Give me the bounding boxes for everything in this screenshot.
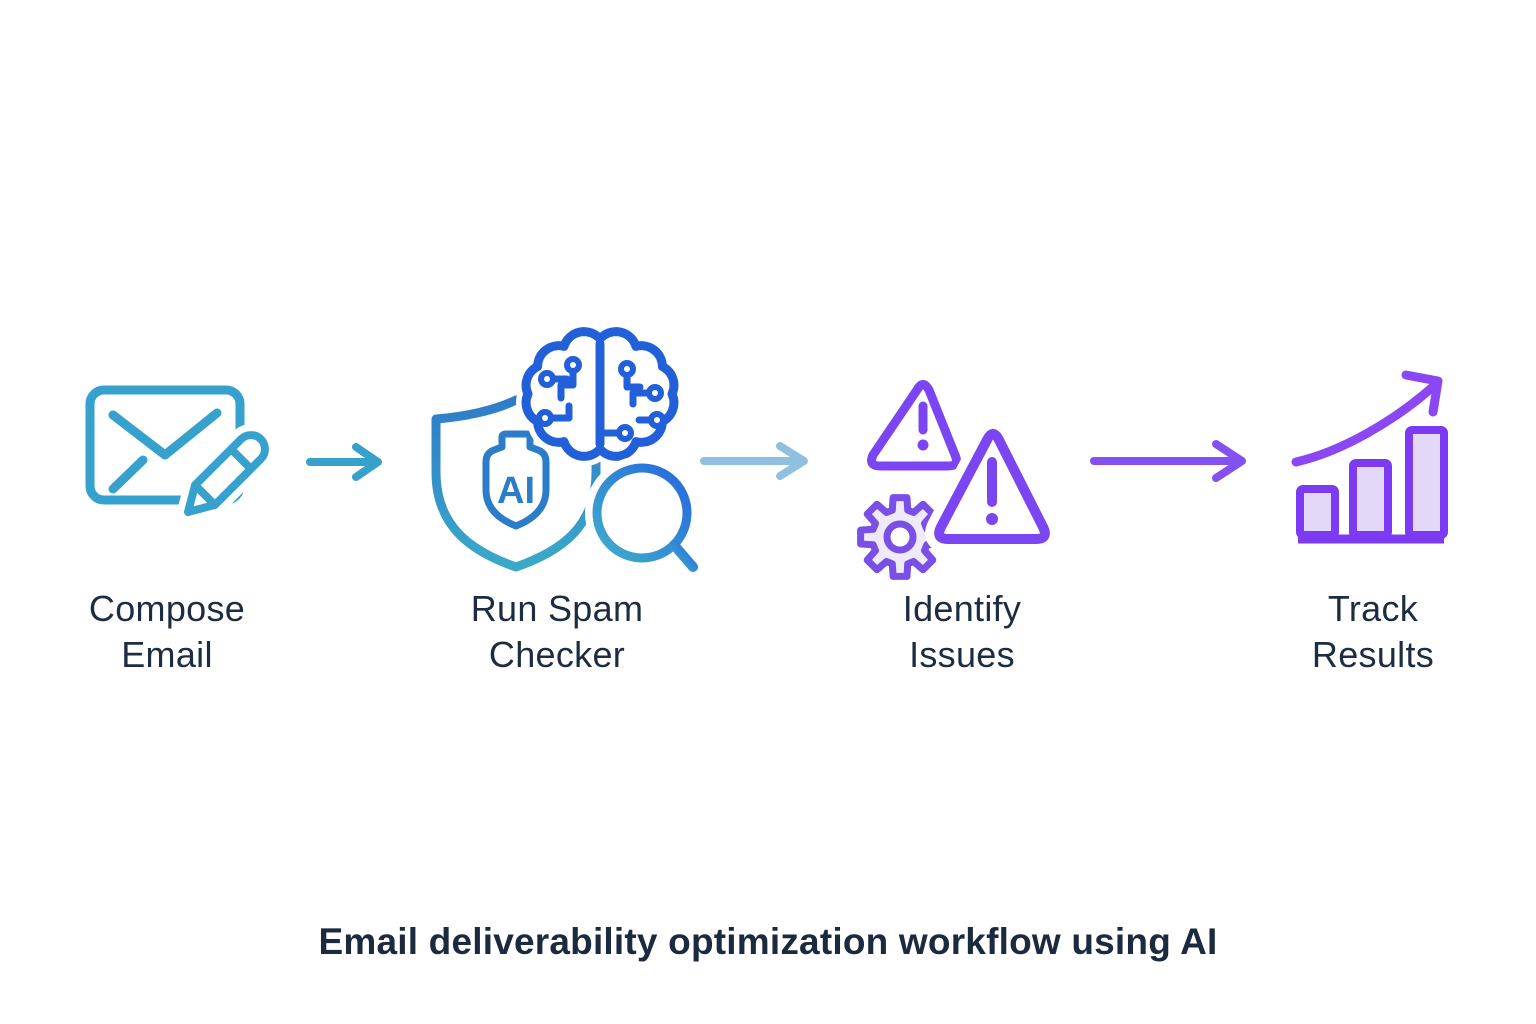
- growth-bar-chart-icon: [1291, 370, 1448, 544]
- pencil-eraser-band: [227, 445, 255, 473]
- magnifier-icon: [585, 456, 705, 579]
- envelope-fold-line: [108, 455, 148, 494]
- growth-curve: [1291, 379, 1441, 467]
- step-label-identify-issues: Identify Issues: [902, 588, 1022, 675]
- bar-medium: [1349, 459, 1392, 539]
- magnifier-lens: [592, 463, 692, 563]
- flow-arrow-3: [1090, 440, 1246, 482]
- ai-shield-brain-magnifier-icon: AI: [431, 321, 705, 579]
- step-label-run-spam-checker: Run Spam Checker: [470, 588, 644, 675]
- pencil-tip-divider: [191, 481, 219, 509]
- flow-arrow-2: [700, 442, 808, 480]
- magnifier-handle: [669, 540, 698, 572]
- envelope-flap: [108, 408, 222, 460]
- bar-small: [1296, 485, 1339, 539]
- growth-arrow-icon: [1291, 370, 1443, 467]
- diagram-caption: Email deliverability optimization workfl…: [318, 921, 1218, 962]
- brain-icon: [516, 321, 684, 467]
- growth-arrow-head: [1401, 370, 1443, 417]
- step-label-track-results: Track Results: [1311, 588, 1435, 675]
- triangle-outline: [867, 380, 961, 471]
- bar-tall: [1405, 426, 1448, 539]
- flow-arrow-1: [306, 443, 382, 481]
- brain-outline: [521, 327, 679, 461]
- arrow-head: [776, 442, 808, 480]
- exclamation-dot: [917, 439, 929, 451]
- warning-triangle-small-icon: [867, 380, 961, 471]
- exclamation-dot: [986, 513, 998, 525]
- brain-circuit-nodes: [536, 356, 666, 442]
- warning-triangle-large-icon: [925, 420, 1059, 553]
- warning-triangles-gear-icon: [857, 380, 1059, 580]
- pencil-icon: [177, 424, 276, 523]
- ai-badge-shield: [482, 430, 550, 530]
- ai-badge-label: AI: [497, 470, 535, 512]
- gear-icon: [857, 494, 943, 580]
- gear-outline: [857, 494, 943, 580]
- arrow-head: [352, 443, 382, 481]
- gear-hole: [883, 520, 917, 554]
- bars-group: [1296, 426, 1448, 544]
- compose-email-icon: [85, 385, 276, 523]
- step-label-compose-email: Compose Email: [88, 588, 246, 675]
- arrow-head: [1212, 440, 1246, 482]
